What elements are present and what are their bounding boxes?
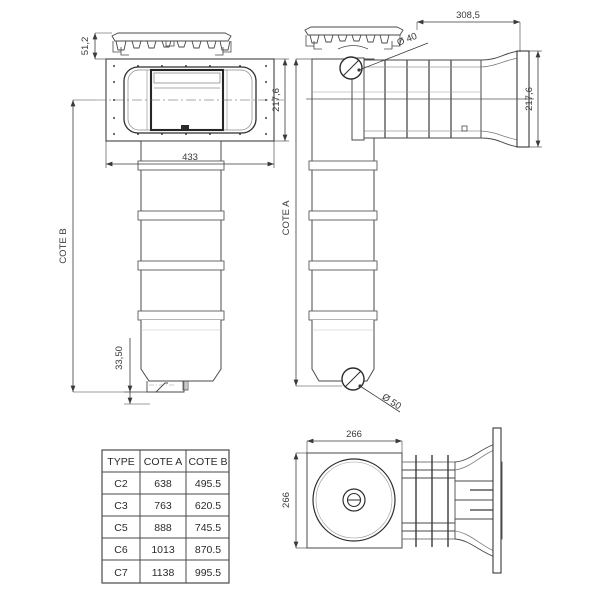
bottom-outlet-flange: [492, 427, 502, 574]
cell-type: C3: [114, 500, 128, 512]
cell-cote-b: 870.5: [195, 544, 221, 556]
table-header-row: TYPE COTE A COTE B: [107, 456, 227, 468]
cell-cote-b: 995.5: [195, 567, 221, 579]
cell-cote-a: 638: [154, 478, 172, 490]
dimension-217-6-right: 217,6: [524, 50, 542, 148]
dim-label-217-6-right: 217,6: [524, 87, 535, 111]
table-header-cote-a: COTE A: [144, 456, 183, 468]
table-row: C3 763 620.5: [114, 500, 221, 512]
nozzle-assembly: [306, 50, 534, 148]
dim-label-433: 433: [182, 152, 198, 163]
dim-label-217-6-left: 217,6: [271, 88, 282, 112]
rib-band-2: [137, 210, 225, 221]
table-header-cote-b: COTE B: [188, 456, 227, 468]
dimension-266-horizontal: 266: [306, 429, 403, 453]
base-outlet-detail: [146, 380, 189, 393]
table-row: C6 1013 870.5: [114, 544, 221, 556]
grate-cap-section-side: [304, 26, 404, 50]
dimension-217-6-left: 217,6: [271, 58, 289, 142]
rib-band-4: [137, 310, 225, 321]
dim-label-cote-b: COTE B: [58, 228, 69, 263]
dim-label-33-50: 33,50: [114, 346, 125, 370]
dim-label-51-2: 51,2: [80, 37, 91, 56]
cell-cote-b: 495.5: [195, 478, 221, 490]
dimension-433: 433: [105, 141, 275, 168]
diameter-40-callout: Ø 40: [339, 31, 429, 80]
table-row: C2 638 495.5: [114, 478, 221, 490]
base-taper: [140, 320, 222, 382]
dim-label-266-vertical: 266: [281, 492, 292, 508]
bottom-circle-inner: [315, 461, 393, 539]
dimension-51-2: 51,2: [80, 32, 112, 60]
dim-label-cote-a: COTE A: [281, 200, 292, 236]
table-header-type: TYPE: [107, 456, 134, 468]
cell-cote-a: 1013: [151, 544, 175, 556]
table-row: C5 888 745.5: [114, 522, 221, 534]
cell-cote-a: 888: [154, 522, 172, 534]
bottom-duct: [401, 427, 503, 574]
lid-latch: [181, 125, 189, 129]
right-elevation-view: Ø 40 Ø 50 308,5 217,6 COTE A: [281, 10, 542, 413]
body-column: [137, 140, 225, 382]
cell-cote-b: 745.5: [195, 522, 221, 534]
cell-type: C5: [114, 522, 128, 534]
left-elevation-view: 51,2 217,6 433 COTE B: [58, 32, 289, 405]
side-body-column: [308, 58, 378, 382]
grate-cap-section: [111, 32, 232, 56]
dim-label-308-5: 308,5: [456, 10, 480, 21]
cell-type: C6: [114, 544, 128, 556]
rib-band-1: [137, 160, 225, 171]
dim-label-266-horizontal: 266: [346, 429, 362, 440]
cell-type: C2: [114, 478, 128, 490]
cell-cote-a: 1138: [152, 567, 175, 579]
cell-cote-a: 763: [154, 500, 172, 512]
dimension-266-vertical: 266: [281, 452, 307, 549]
dimension-cote-a: COTE A: [281, 58, 342, 387]
table-row: C7 1138 995.5: [114, 567, 221, 579]
bottom-view: 266 266: [281, 427, 503, 574]
cell-cote-b: 620.5: [195, 500, 221, 512]
cell-type: C7: [114, 567, 128, 579]
dimension-308-5: 308,5: [416, 10, 521, 52]
rib-band-3: [137, 260, 225, 271]
dimension-33-50: 33,50: [114, 338, 150, 405]
spec-table: TYPE COTE A COTE B C2 638 495.5 C3 763 6…: [101, 449, 230, 584]
lid-panel-top-band: [153, 72, 221, 84]
